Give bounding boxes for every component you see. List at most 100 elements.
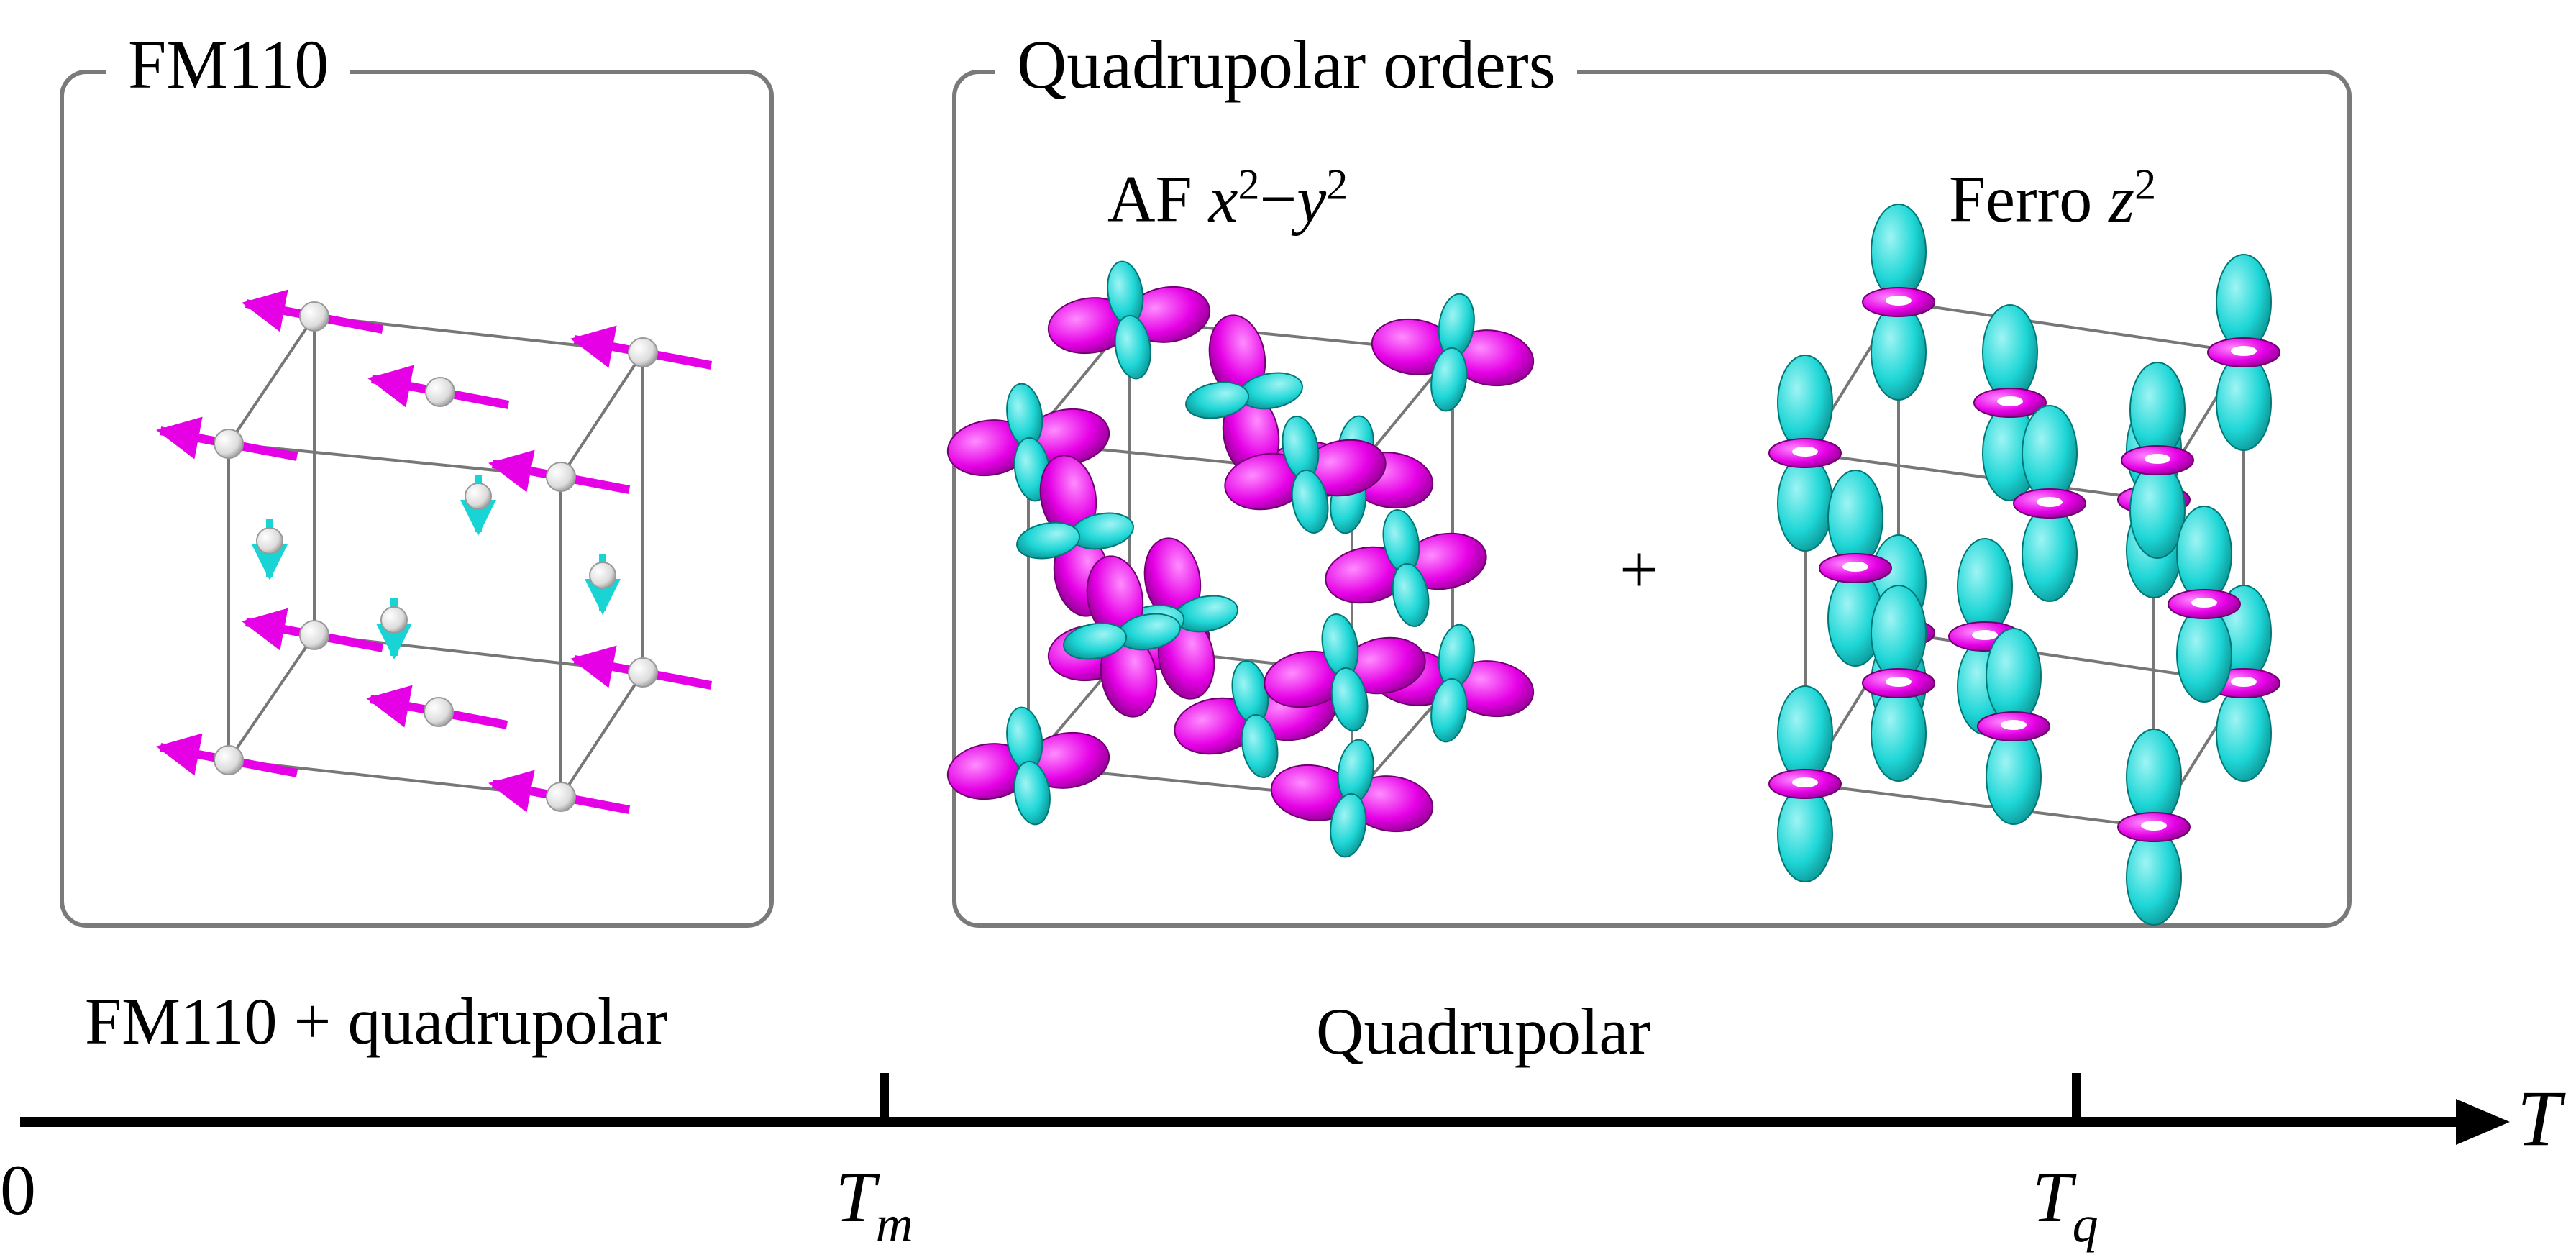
atom-sphere xyxy=(299,301,329,332)
orbital-lobe-cyan xyxy=(1827,470,1883,566)
ferro-sup-z: 2 xyxy=(2134,160,2157,208)
tick-label-tq: Tq xyxy=(2032,1157,2098,1253)
ferro-cube-edge xyxy=(1898,301,2244,354)
torus-hole xyxy=(2231,346,2257,356)
dx2y2-orbital xyxy=(1047,260,1211,380)
dz2-orbital xyxy=(1819,470,1892,667)
orbital-lobe-cyan xyxy=(2022,405,2078,501)
dx2y2-orbital xyxy=(1224,416,1387,534)
orbital-lobe-cyan xyxy=(2129,362,2186,458)
orbital-lobe-cyan xyxy=(1986,628,2042,724)
orbital-lobe-cyan xyxy=(1957,538,2013,634)
torus-hole xyxy=(1886,677,1912,687)
torus-hole xyxy=(1792,447,1818,457)
orbital-lobe-cyan xyxy=(2216,685,2272,782)
orbital-lobe-cyan xyxy=(1291,469,1329,534)
orbital-lobe-cyan xyxy=(2176,506,2232,602)
ferro-prefix: Ferro xyxy=(1949,162,2109,236)
panel-title-quadrupolar-orders: Quadrupolar orders xyxy=(995,30,1578,99)
orbital-lobe-cyan xyxy=(2022,506,2078,602)
dx2y2-orbital xyxy=(1371,293,1535,412)
orbital-lobe-cyan xyxy=(1986,729,2042,825)
orbital-lobe-cyan xyxy=(1330,793,1367,858)
orbital-lobe-cyan xyxy=(1777,455,1833,552)
dx2y2-orbital xyxy=(1063,555,1181,718)
panel-title-fm110: FM110 xyxy=(106,30,351,99)
orbital-lobe-cyan xyxy=(2176,606,2232,703)
left-panel-frame xyxy=(60,70,774,928)
torus-hole xyxy=(1792,777,1818,788)
atom-sphere xyxy=(628,337,658,368)
fm110-cube-edge xyxy=(227,315,316,445)
orbital-lobe-cyan xyxy=(1241,713,1279,778)
atom-sphere xyxy=(214,745,244,775)
dz2-orbital xyxy=(1973,304,2047,501)
af-sup-y: 2 xyxy=(1326,160,1348,208)
tick-label-tq-sub: q xyxy=(2072,1195,2098,1253)
dz2-orbital xyxy=(1977,628,2050,825)
temperature-axis-arrowhead xyxy=(2456,1099,2510,1145)
fm110-cube-edge xyxy=(228,442,562,478)
plus-sign: + xyxy=(1620,531,1659,608)
orbital-lobe-cyan xyxy=(1392,562,1430,627)
ferro-cube-edge xyxy=(1804,782,2155,828)
torus-hole xyxy=(2231,677,2257,687)
atom-sphere xyxy=(256,527,283,554)
af-sup-x: 2 xyxy=(1238,160,1260,208)
orbital-lobe-cyan xyxy=(1185,381,1250,419)
dz2-orbital xyxy=(2013,405,2086,602)
torus-hole xyxy=(1886,296,1912,306)
axis-origin-label: 0 xyxy=(0,1150,36,1230)
fm110-cube-edge xyxy=(559,671,644,798)
tick-label-tm: Tm xyxy=(836,1157,913,1253)
dx2y2-orbital xyxy=(946,383,1110,502)
dz2-orbital xyxy=(1862,585,1935,782)
torus-hole xyxy=(2141,821,2167,831)
fm110-cube-edge xyxy=(227,634,316,762)
af-var-x: x2 xyxy=(1208,160,1260,236)
subtitle-ferro-z2: Ferro z2 xyxy=(1949,163,2156,232)
torus-hole xyxy=(2001,720,2027,730)
ferro-var-z: z2 xyxy=(2109,160,2157,236)
orbital-lobe-cyan xyxy=(1871,204,1927,300)
dz2-orbital xyxy=(1862,204,1935,401)
dx2y2-orbital xyxy=(946,706,1110,826)
torus-hole xyxy=(2191,598,2217,608)
tick-label-tm-sub: m xyxy=(875,1195,913,1253)
orbital-lobe-cyan xyxy=(1871,585,1927,681)
phase-label-low: FM110 + quadrupolar xyxy=(85,985,667,1058)
torus-hole xyxy=(2145,454,2170,464)
orbital-lobe-cyan xyxy=(2126,829,2182,926)
orbital-lobe-cyan xyxy=(1114,314,1151,380)
phase-label-high: Quadrupolar xyxy=(1316,995,1650,1068)
orbital-lobe-cyan xyxy=(2126,729,2182,825)
orbital-lobe-cyan xyxy=(2216,254,2272,350)
orbital-lobe-cyan xyxy=(1016,521,1081,560)
af-prefix: AF xyxy=(1107,162,1209,236)
atom-sphere xyxy=(299,620,329,650)
subtitle-af-x2-y2: AF x2−y2 xyxy=(1107,163,1348,232)
dx2y2-orbital xyxy=(1264,613,1426,731)
orbital-lobe-cyan xyxy=(1777,786,1833,882)
dx2y2-orbital xyxy=(1270,739,1434,858)
orbital-lobe-cyan xyxy=(1330,667,1369,731)
orbital-lobe-cyan xyxy=(1430,347,1468,412)
torus-hole xyxy=(1997,396,2023,406)
atom-sphere xyxy=(546,782,576,812)
orbital-lobe-cyan xyxy=(1013,760,1051,826)
af-minus: − xyxy=(1259,162,1297,236)
atom-sphere xyxy=(425,377,455,407)
orbital-lobe-cyan xyxy=(1871,685,1927,782)
dz2-orbital xyxy=(2207,254,2280,451)
fm110-lattice xyxy=(156,289,713,814)
torus-hole xyxy=(1972,630,1998,640)
fm110-cube-edge xyxy=(559,351,644,478)
atom-sphere xyxy=(628,657,658,688)
dx2y2-orbital xyxy=(1325,509,1487,627)
dz2-orbital xyxy=(2117,729,2191,926)
orbital-lobe-cyan xyxy=(1777,685,1833,782)
atom-sphere xyxy=(546,462,576,492)
axis-label-t: T xyxy=(2517,1074,2562,1162)
torus-hole xyxy=(2037,497,2063,507)
